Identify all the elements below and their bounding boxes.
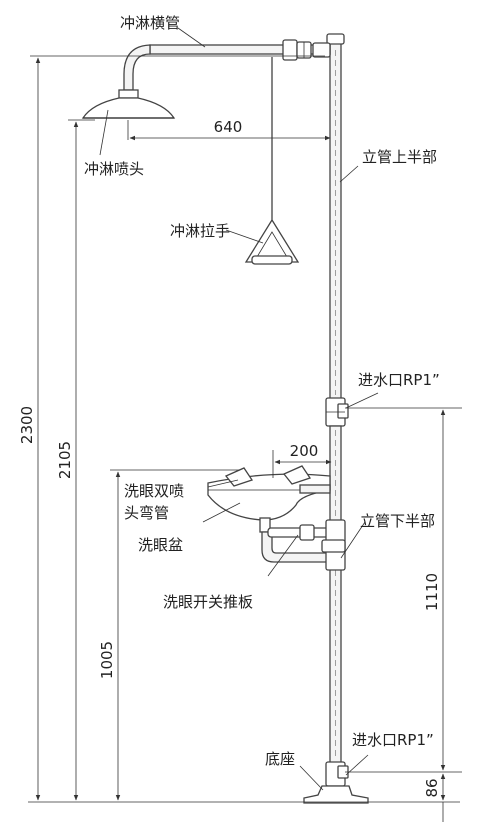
dim-head-height: 2105 [56, 441, 74, 479]
dimension-lines [28, 55, 462, 822]
crossbar-union [282, 39, 298, 61]
dim-eyewash-height: 1005 [98, 641, 116, 679]
label-eyewash-double-head-2: 头弯管 [124, 504, 169, 522]
dim-bottom-inlet-height: 86 [423, 778, 441, 797]
eyewash-bowl [207, 473, 331, 521]
label-shower-crossbar: 冲淋横管 [120, 14, 180, 32]
label-water-inlet-bottom: 进水口RP1” [352, 731, 434, 749]
label-water-inlet-top: 进水口RP1” [358, 371, 440, 389]
label-eyewash-double-head-1: 洗眼双喷 [124, 482, 184, 500]
label-eyewash-bowl: 洗眼盆 [138, 536, 183, 554]
dim-total-height: 2300 [18, 406, 36, 444]
leader-lines [99, 27, 379, 791]
eyewash-push-plate [267, 527, 331, 538]
crossbar-coupling [312, 42, 331, 58]
standpipe-top-cap [326, 33, 345, 45]
label-shower-head: 冲淋喷头 [84, 160, 144, 178]
equipment [81, 33, 369, 804]
dim-head-reach: 640 [214, 118, 243, 136]
label-eyewash-push-plate: 洗眼开关推板 [163, 593, 253, 611]
label-lower-standpipe: 立管下半部 [360, 512, 435, 530]
label-shower-pull-handle: 冲淋拉手 [170, 222, 230, 240]
dim-eyewash-reach: 200 [290, 442, 319, 460]
shower-head [81, 97, 176, 119]
eyewash-spray-head-right [282, 465, 312, 485]
label-upper-standpipe: 立管上半部 [362, 148, 437, 166]
crossbar-elbow [123, 44, 151, 91]
labels: 冲淋横管 冲淋喷头 冲淋拉手 立管上半部 进水口RP1” 洗眼双喷 头弯管 洗眼… [84, 14, 440, 768]
dimension-labels: 2300 2105 1005 640 200 1110 86 [18, 118, 441, 798]
label-base: 底座 [265, 750, 295, 768]
base [303, 785, 369, 804]
shower-head-neck [118, 89, 139, 99]
dim-inlet-height: 1110 [423, 573, 441, 611]
